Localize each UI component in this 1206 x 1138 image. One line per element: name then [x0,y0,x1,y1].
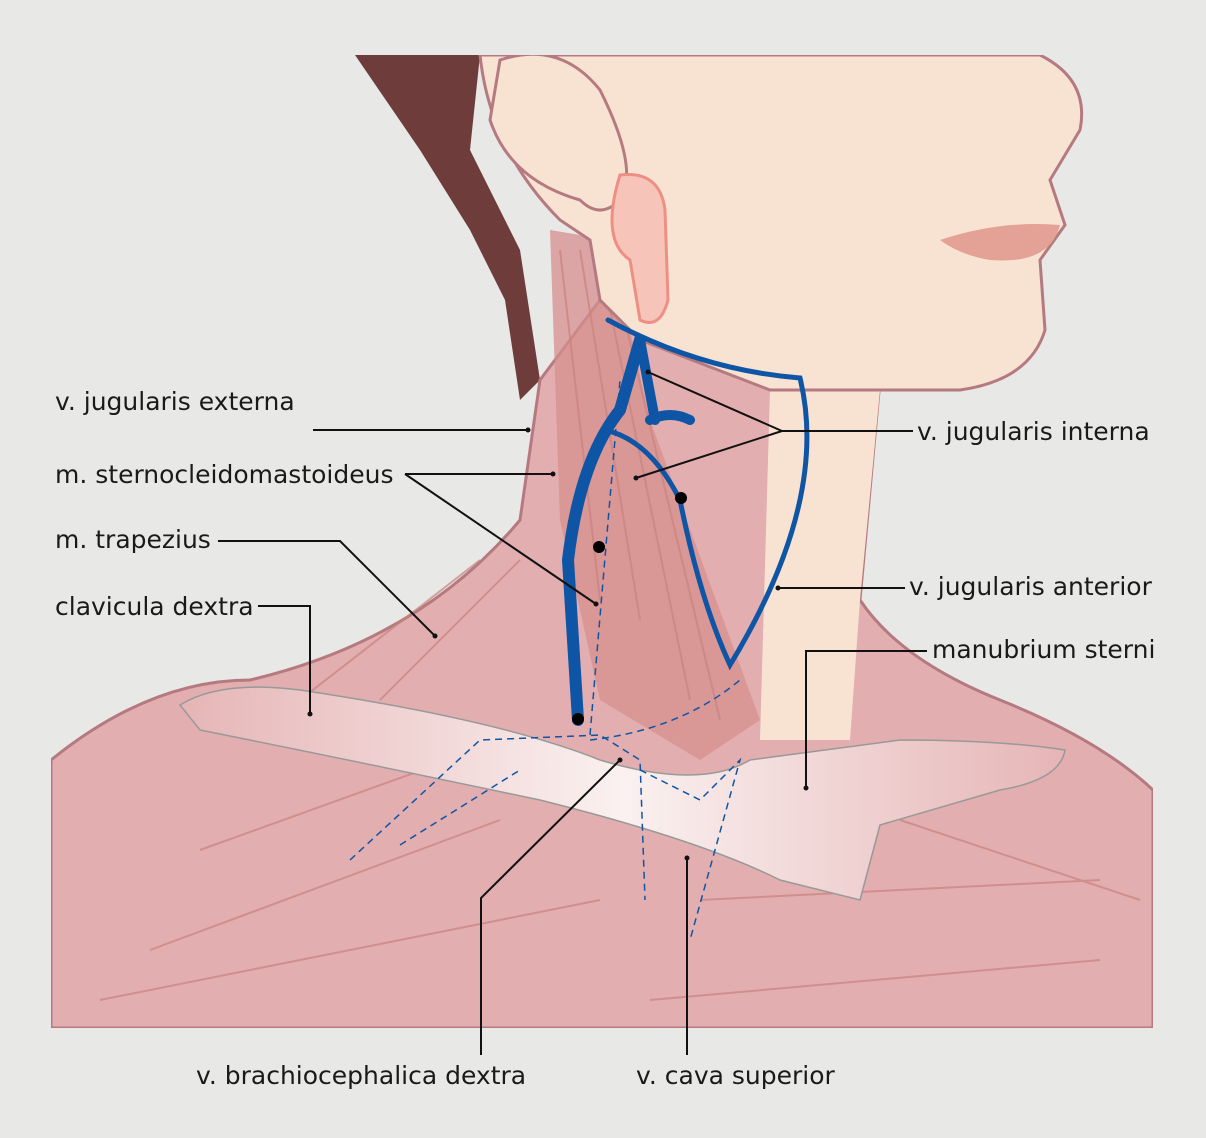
ear-lobe [610,172,670,324]
external-jugular-vein [561,334,646,726]
label-clavicula: clavicula dextra [55,592,254,621]
hair [355,55,540,400]
label-manubrium: manubrium sterni [932,635,1156,664]
lips [940,224,1060,261]
label-brachiocephalica: v. brachiocephalica dextra [196,1061,527,1090]
clavicle [178,686,1066,901]
label-sternocleidomastoideus: m. sternocleidomastoideus [55,460,394,489]
label-jugularis-interna: v. jugularis interna [917,417,1150,446]
label-trapezius: m. trapezius [55,525,211,554]
anterior-jugular-vein [602,317,810,671]
label-jugularis-anterior: v. jugularis anterior [909,572,1152,601]
label-cava-superior: v. cava superior [636,1061,835,1090]
leader-lines [218,371,927,1055]
sternocleidomastoid-muscle [550,230,760,760]
label-jugularis-externa: v. jugularis externa [55,387,295,416]
internal-jugular-vein [635,335,695,425]
